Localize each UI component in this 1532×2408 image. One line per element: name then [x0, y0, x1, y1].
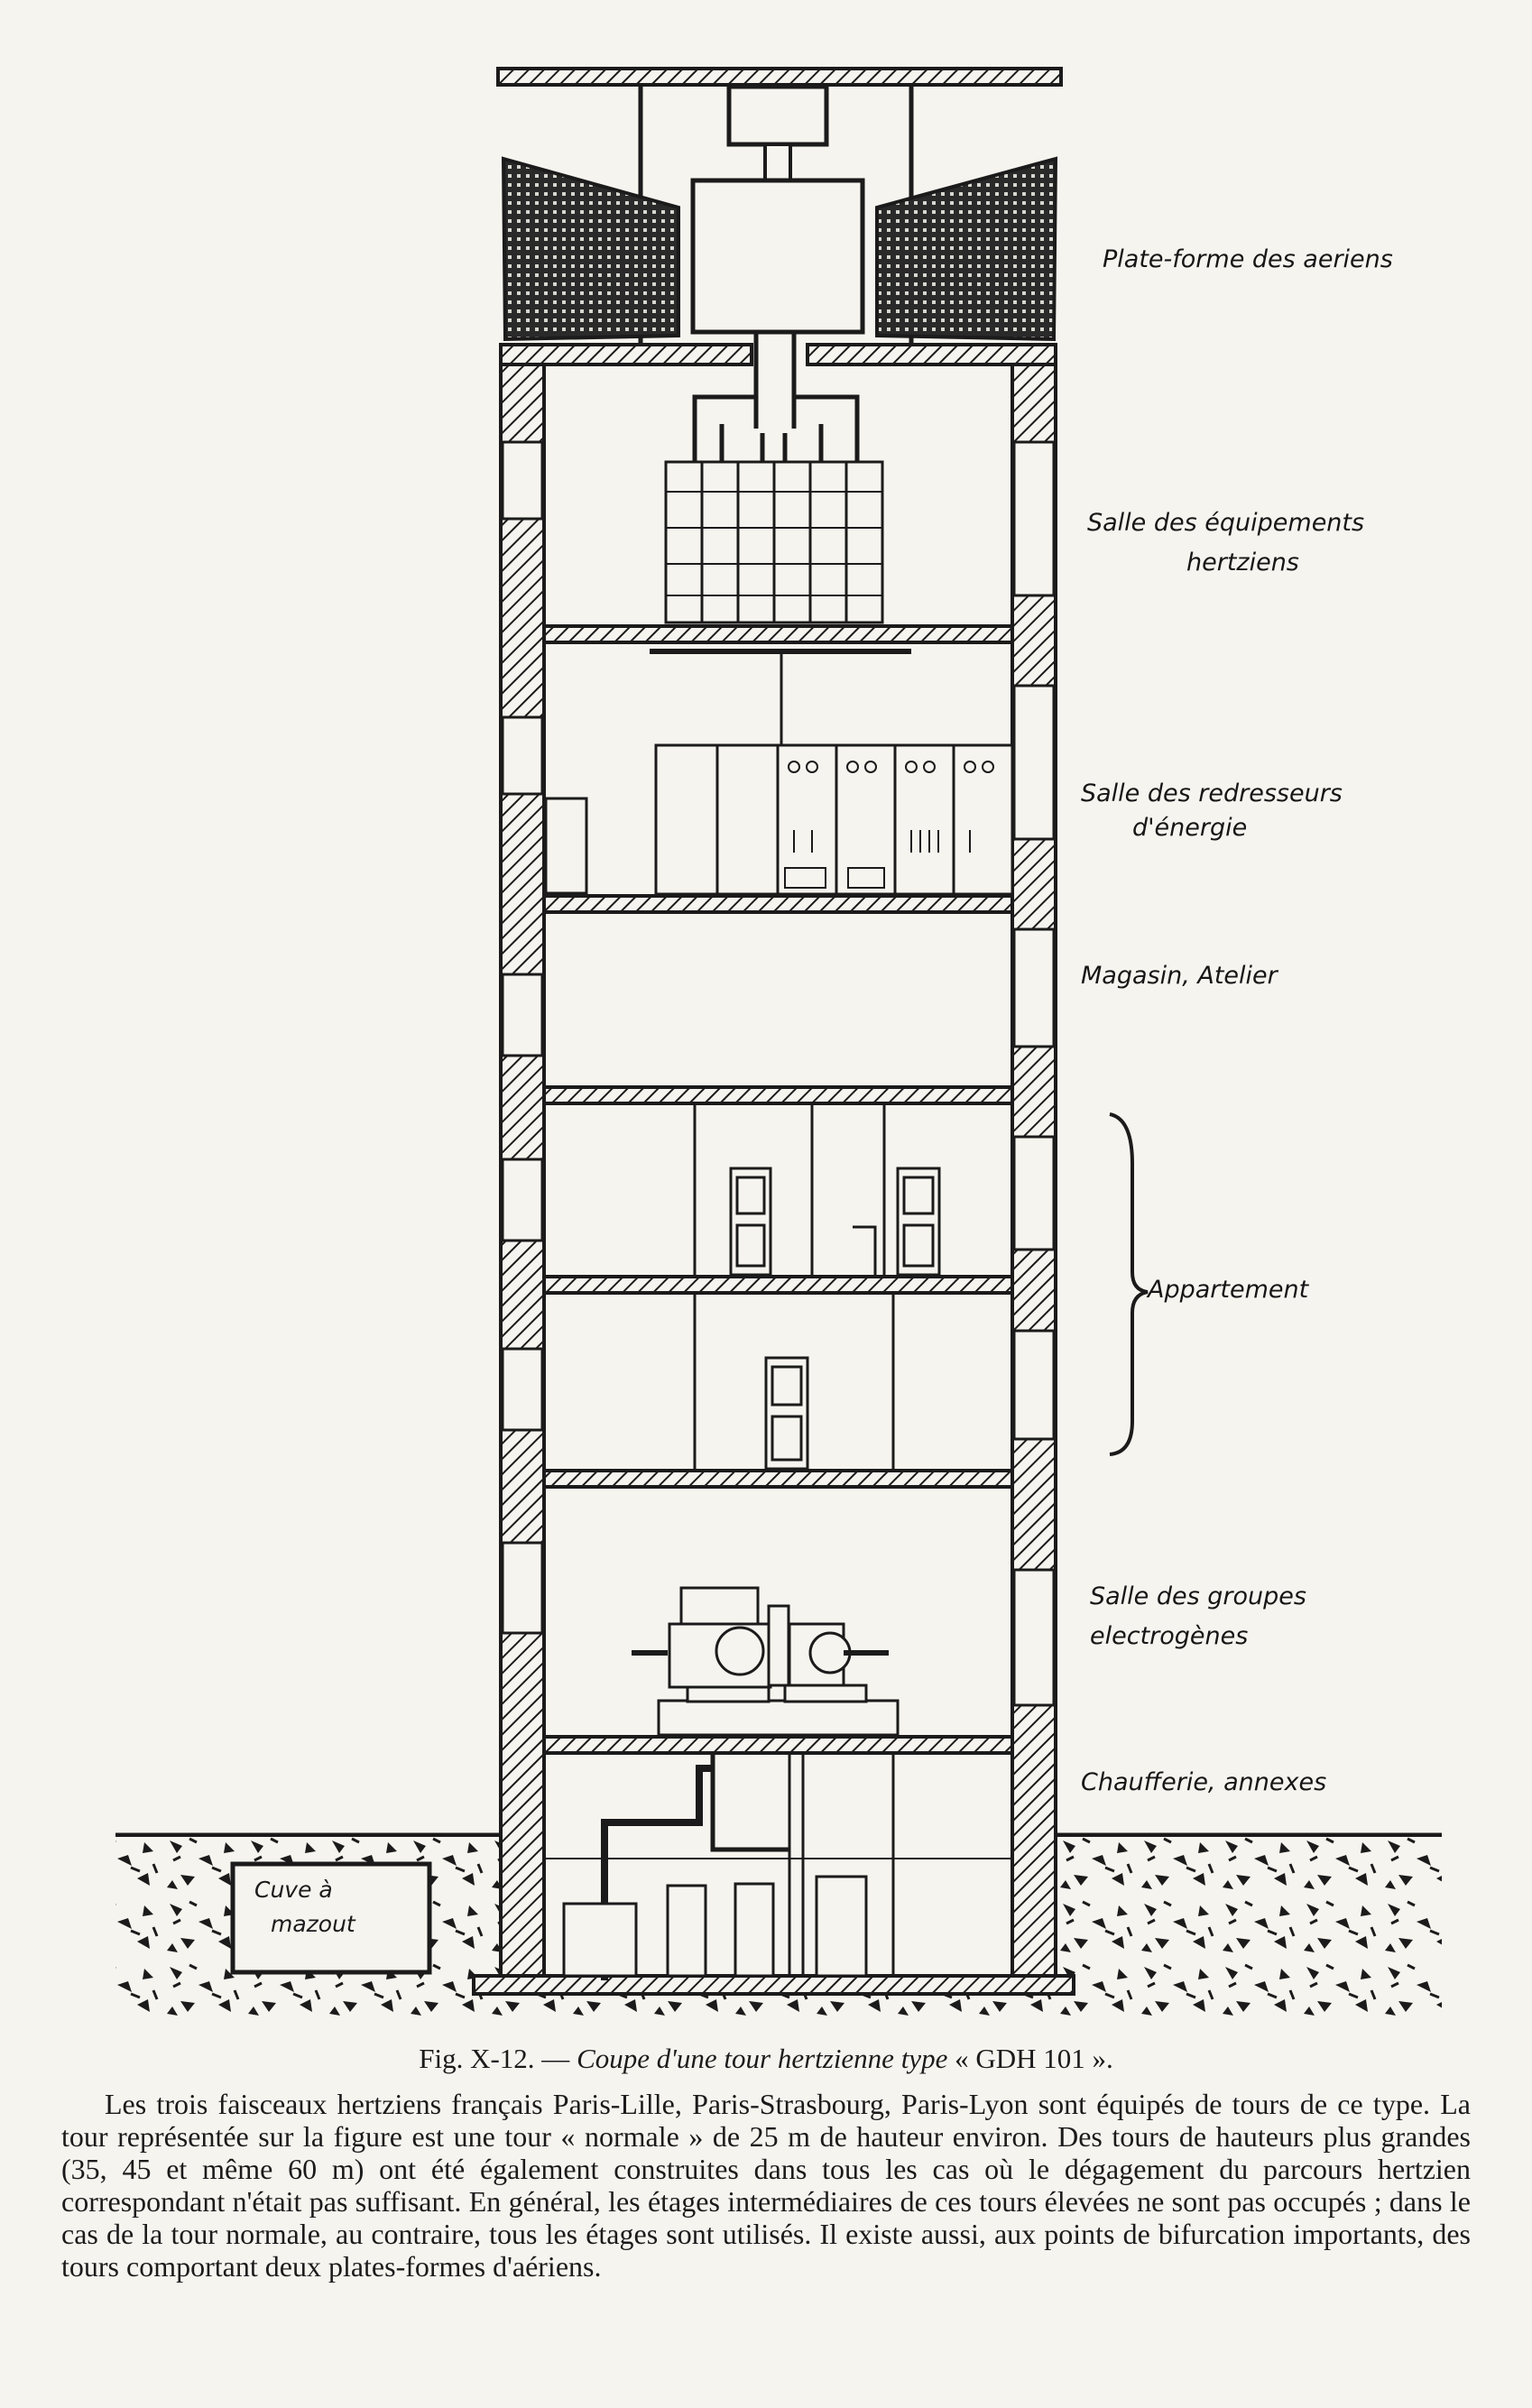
label-generator-room-line1: Salle des groupes: [1090, 1582, 1306, 1610]
doors: [729, 1167, 941, 1471]
rectifier-cabinets: [544, 743, 1014, 896]
boiler-room: [544, 1755, 1012, 1980]
right-antenna-reflector: [875, 156, 1058, 342]
floor-slabs: [542, 624, 1014, 1755]
body-paragraph: Les trois faisceaux hertziens français P…: [61, 2088, 1471, 2283]
label-fuel-tank-line1: Cuve à: [254, 1877, 333, 1903]
roof-slab: [499, 343, 1057, 366]
generator-sets: [632, 1586, 900, 1737]
label-rectifier-room-line1: Salle des redresseurs: [1081, 780, 1343, 807]
caption-model: « GDH 101 ».: [947, 2043, 1113, 2074]
tower-walls: [472, 346, 1075, 1996]
label-generator-room-line2: electrogènes: [1090, 1622, 1249, 1650]
label-fuel-tank-line2: mazout: [271, 1911, 355, 1937]
figure-caption: Fig. X-12. — Coupe d'une tour hertzienne…: [0, 2041, 1532, 2077]
label-apartment: Appartement: [1148, 1276, 1309, 1304]
antenna-platform: [496, 67, 1063, 429]
label-storage-workshop: Magasin, Atelier: [1081, 962, 1278, 990]
label-boiler-room: Chaufferie, annexes: [1081, 1768, 1327, 1796]
left-antenna-reflector: [501, 156, 680, 342]
apartment-partitions: [693, 1103, 895, 1471]
label-radio-equipment-room-line1: Salle des équipements: [1087, 509, 1365, 537]
radio-equipment-racks: [650, 394, 911, 749]
label-radio-equipment-room-line2: hertziens: [1186, 549, 1299, 577]
label-rectifier-room-line2: d'énergie: [1132, 814, 1248, 842]
fuel-tank: [230, 1861, 432, 1975]
tower-cross-section-figure: [115, 67, 1442, 2021]
label-antenna-platform: Plate-forme des aeriens: [1103, 245, 1393, 273]
caption-prefix: Fig. X-12. —: [419, 2043, 577, 2074]
caption-title: Coupe d'une tour hertzienne type: [577, 2043, 948, 2074]
apartment-brace: [1109, 1112, 1149, 1456]
